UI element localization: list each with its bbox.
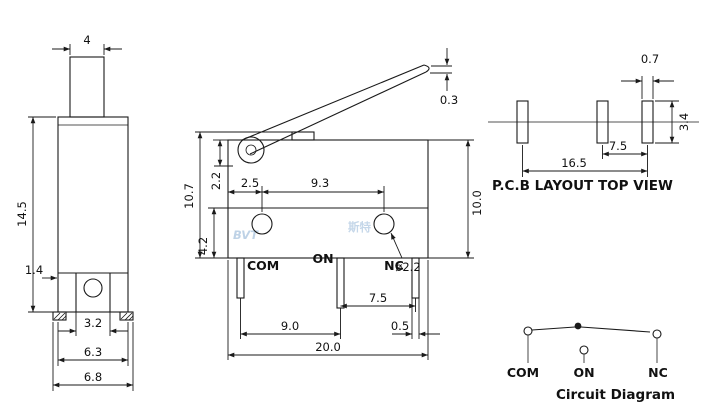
dim-lines-lever-thickness: [430, 48, 452, 91]
actuator-button: [291, 131, 315, 141]
circuit-com-contact: [523, 326, 533, 336]
circuit-title: Circuit Diagram: [556, 387, 675, 403]
dim-lines-base-height: [208, 207, 228, 258]
circuit-diagram: COM ON NC Circuit Diagram: [507, 322, 675, 403]
circuit-label-nc: NC: [648, 365, 668, 380]
mounting-hole-right: [373, 213, 395, 235]
circuit-label-com: COM: [507, 365, 539, 380]
dim-pad-width: 0.7: [641, 52, 659, 66]
dim-total-height: 10.7: [182, 183, 196, 209]
switch-body: [227, 139, 429, 259]
terminal-label-nc: NC: [384, 258, 404, 273]
dim-lines-terminal-spacing-right: [340, 298, 416, 312]
dim-hole-spacing: 9.3: [311, 176, 329, 190]
dim-pad-span: 16.5: [561, 156, 587, 170]
watermark-cjk-text: 斯特: [348, 220, 371, 234]
front-view: 0.3 10.7 2.2 4.2 2.5 9.3: [182, 48, 484, 360]
dim-side-wall: 1.4: [25, 263, 43, 277]
dim-lines-pad-width: [621, 76, 674, 99]
dim-side-total-width: 6.8: [84, 370, 102, 384]
dim-pad-spacing-right: 7.5: [609, 139, 627, 153]
dim-hole-left-offset: 2.5: [241, 176, 259, 190]
dim-hole-top-offset: 2.2: [209, 172, 223, 190]
dim-pad-height: 3.4: [677, 113, 691, 131]
dim-side-height: 14.5: [15, 201, 29, 227]
dim-base-height: 4.2: [196, 237, 210, 255]
pcb-pad-1: [516, 100, 529, 144]
side-body: [57, 116, 129, 313]
dim-lines-hole-positions: [227, 186, 385, 212]
side-mounting-hole: [83, 278, 103, 298]
dim-lines-hole-boss: [58, 312, 128, 336]
dim-terminal-width: 0.5: [391, 319, 409, 333]
dim-lines-body-width: [57, 322, 129, 366]
dim-lines-side-height: [28, 116, 56, 313]
dim-lever-thickness: 0.3: [440, 93, 458, 107]
watermark-logo-text: BVT: [233, 228, 259, 242]
dim-hole-diameter: ø2.2: [395, 260, 420, 274]
watermark: BVT 斯特: [233, 220, 371, 242]
dim-terminal-spacing-right: 7.5: [369, 291, 387, 305]
pcb-layout-title: P.C.B LAYOUT TOP VIEW: [492, 178, 673, 194]
dim-body-height: 10.0: [470, 190, 484, 216]
dim-lines-body-height: [428, 139, 474, 259]
lever-arm: [241, 64, 425, 141]
dim-lines-terminal-width: [392, 298, 440, 339]
dim-lines-hole-top-offset: [213, 139, 233, 167]
terminal-com: [236, 257, 245, 299]
terminal-label-on: ON: [312, 251, 333, 266]
mounting-hole-left: [251, 213, 273, 235]
circuit-lever-contact: [580, 326, 651, 333]
dim-front-total-width: 20.0: [315, 340, 341, 354]
dim-lines-terminal-spacing-left: [240, 298, 341, 339]
circuit-on-contact: [579, 345, 589, 355]
dim-lines-pad-span: [522, 145, 648, 177]
dim-lines-pad-height: [655, 100, 679, 144]
terminal-on: [336, 257, 345, 309]
circuit-label-on: ON: [573, 365, 594, 380]
side-plunger: [69, 56, 105, 118]
terminal-label-com: COM: [247, 258, 279, 273]
dim-lines-plunger-width: [52, 44, 122, 55]
foot-hatching: [53, 312, 134, 321]
dim-terminal-spacing-left: 9.0: [281, 319, 299, 333]
dim-side-plunger-width: 4: [83, 33, 90, 47]
side-view: 4 14.5 1.4 3.2 6.3 6.8: [15, 33, 134, 391]
dim-side-body-width: 6.3: [84, 345, 102, 359]
pcb-layout-view: 0.7 3.4 7.5 16.5 P.C.B LAYOUT TOP VIEW: [488, 52, 699, 194]
pcb-pad-3: [641, 100, 654, 144]
lever-hinge: [237, 136, 265, 164]
dim-lines-total-height: [195, 131, 292, 259]
circuit-pivot-dot: [574, 322, 582, 330]
dim-lines-front-total-width: [227, 260, 429, 360]
dim-lines-pad-spacing-right: [602, 145, 648, 177]
pcb-pad-2: [596, 100, 609, 144]
dim-lines-total-width: [52, 322, 134, 391]
dim-side-hole-boss: 3.2: [84, 316, 102, 330]
circuit-nc-contact: [652, 329, 662, 339]
